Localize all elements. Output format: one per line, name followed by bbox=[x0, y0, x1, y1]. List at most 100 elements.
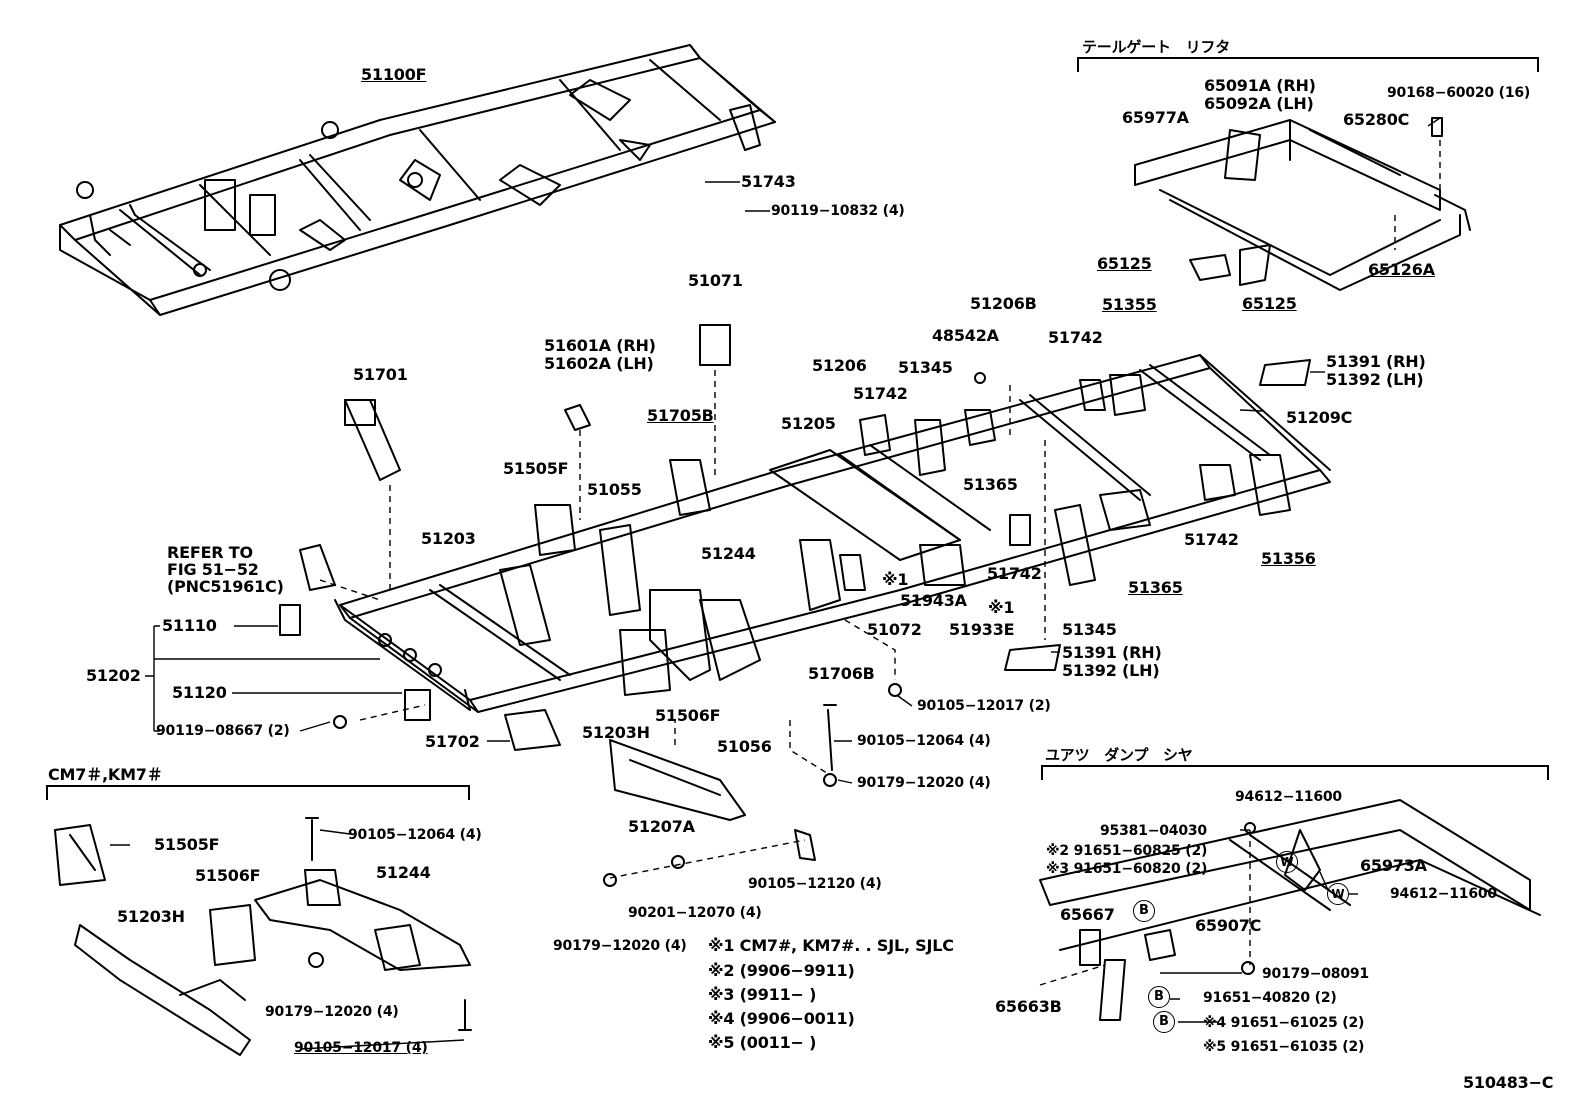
label-km-51506F: 51506F bbox=[195, 866, 261, 885]
label-90201-12070: 90201−12070 (4) bbox=[628, 905, 762, 921]
label-mark1-b: ※1 bbox=[988, 598, 1015, 617]
marker-b-2: B bbox=[1148, 986, 1170, 1008]
label-51743: 51743 bbox=[741, 172, 796, 191]
label-51110: 51110 bbox=[162, 616, 217, 635]
label-65126A: 65126A bbox=[1368, 260, 1435, 279]
label-51742-c: 51742 bbox=[1184, 530, 1239, 549]
label-51702: 51702 bbox=[425, 732, 480, 751]
label-km-90105-12017: 90105−12017 (4) bbox=[294, 1040, 428, 1056]
label-51943A: 51943A bbox=[900, 591, 967, 610]
note-3: ※3 (9911− ) bbox=[708, 985, 817, 1004]
label-51244: 51244 bbox=[701, 544, 756, 563]
note-4: ※4 (9906−0011) bbox=[708, 1009, 855, 1028]
label-90105-12120: 90105−12120 (4) bbox=[748, 876, 882, 892]
label-95381-04030: 95381−04030 bbox=[1100, 823, 1207, 839]
label-94612-11600-a: 94612−11600 bbox=[1235, 789, 1342, 805]
label-51206: 51206 bbox=[812, 356, 867, 375]
label-km-51244: 51244 bbox=[376, 863, 431, 882]
label-51100F: 51100F bbox=[361, 65, 427, 84]
section-brackets bbox=[46, 57, 1549, 800]
label-65973A: 65973A bbox=[1360, 856, 1427, 875]
label-90179-12020-b: 90179−12020 (4) bbox=[553, 938, 687, 954]
label-refer-to-line3: (PNC51961C) bbox=[167, 577, 284, 596]
label-51365-b: 51365 bbox=[1128, 578, 1183, 597]
label-65280C: 65280C bbox=[1343, 110, 1410, 129]
label-90119-08667: 90119−08667 (2) bbox=[156, 723, 290, 739]
label-m5-91651-61035: ※5 91651−61035 (2) bbox=[1203, 1039, 1365, 1055]
label-51506F: 51506F bbox=[655, 706, 721, 725]
cm7-km7-drawing bbox=[54, 817, 472, 1056]
label-51505F: 51505F bbox=[503, 459, 569, 478]
label-51601A: 51601A (RH) bbox=[544, 336, 656, 355]
label-km-90105-12064: 90105−12064 (4) bbox=[348, 827, 482, 843]
leader-lines bbox=[110, 117, 1441, 1050]
label-51202: 51202 bbox=[86, 666, 141, 685]
marker-b-3: B bbox=[1153, 1011, 1175, 1033]
label-51706B: 51706B bbox=[808, 664, 875, 683]
label-65125-b: 65125 bbox=[1242, 294, 1297, 313]
figure-number: 510483−C bbox=[1463, 1073, 1554, 1092]
label-65663B: 65663B bbox=[995, 997, 1062, 1016]
label-51120: 51120 bbox=[172, 683, 227, 702]
label-90105-12064-a: 90105−12064 (4) bbox=[857, 733, 991, 749]
section-title-cm7-km7: CM7＃,KM7＃ bbox=[48, 765, 163, 784]
label-90105-12017-a: 90105−12017 (2) bbox=[917, 698, 1051, 714]
label-65125-a: 65125 bbox=[1097, 254, 1152, 273]
label-m2-91651-60825: ※2 91651−60825 (2) bbox=[1046, 843, 1208, 859]
note-1: ※1 CM7#, KM7#. . SJL, SJLC bbox=[708, 936, 954, 955]
label-51391-rh-b: 51391 (RH) bbox=[1062, 643, 1162, 662]
section-title-urethane-damper: ユアツ ダンプ シヤ bbox=[1045, 746, 1193, 764]
section-title-tailgate-lifter: テールゲート リフタ bbox=[1082, 38, 1231, 56]
label-51209C: 51209C bbox=[1286, 408, 1353, 427]
label-51055: 51055 bbox=[587, 480, 642, 499]
label-65092A: 65092A (LH) bbox=[1204, 94, 1314, 113]
label-51071: 51071 bbox=[688, 271, 743, 290]
label-51203H: 51203H bbox=[582, 723, 650, 742]
label-refer-to-line1: REFER TO bbox=[167, 543, 253, 562]
label-km-90179-12020: 90179−12020 (4) bbox=[265, 1004, 399, 1020]
label-51602A: 51602A (LH) bbox=[544, 354, 654, 373]
tailgate-lifter-drawing bbox=[1134, 117, 1471, 291]
label-51207A: 51207A bbox=[628, 817, 695, 836]
label-m3-91651-60820: ※3 91651−60820 (2) bbox=[1046, 861, 1208, 877]
note-5: ※5 (0011− ) bbox=[708, 1033, 817, 1052]
label-51205: 51205 bbox=[781, 414, 836, 433]
label-51392-lh-a: 51392 (LH) bbox=[1326, 370, 1424, 389]
label-51072: 51072 bbox=[867, 620, 922, 639]
label-51933E: 51933E bbox=[949, 620, 1015, 639]
marker-b-1: B bbox=[1133, 900, 1155, 922]
label-51701: 51701 bbox=[353, 365, 408, 384]
label-90179-08091: 90179−08091 bbox=[1262, 966, 1369, 982]
label-51705B: 51705B bbox=[647, 406, 714, 425]
label-65977A: 65977A bbox=[1122, 108, 1189, 127]
label-m4-91651-61025: ※4 91651−61025 (2) bbox=[1203, 1015, 1365, 1031]
label-51056: 51056 bbox=[717, 737, 772, 756]
label-51742-b: 51742 bbox=[853, 384, 908, 403]
label-51365-a: 51365 bbox=[963, 475, 1018, 494]
label-km-51505F: 51505F bbox=[154, 835, 220, 854]
label-51742-a: 51742 bbox=[1048, 328, 1103, 347]
frame-assembly-drawing bbox=[59, 44, 776, 316]
label-90168-60020: 90168−60020 (16) bbox=[1387, 85, 1531, 101]
label-90179-12020-a: 90179−12020 (4) bbox=[857, 775, 991, 791]
label-51345-a: 51345 bbox=[898, 358, 953, 377]
label-94612-11600-b: 94612−11600 bbox=[1390, 886, 1497, 902]
label-refer-to-line2: FIG 51−52 bbox=[167, 560, 259, 579]
label-51203: 51203 bbox=[421, 529, 476, 548]
label-51742-d: 51742 bbox=[987, 564, 1042, 583]
note-2: ※2 (9906−9911) bbox=[708, 961, 855, 980]
label-51345-b: 51345 bbox=[1062, 620, 1117, 639]
label-90119-10832: 90119−10832 (4) bbox=[771, 203, 905, 219]
label-65091A: 65091A (RH) bbox=[1204, 76, 1316, 95]
label-48542A: 48542A bbox=[932, 326, 999, 345]
label-51392-lh-b: 51392 (LH) bbox=[1062, 661, 1160, 680]
label-51355: 51355 bbox=[1102, 295, 1157, 314]
main-frame-drawing bbox=[279, 324, 1331, 887]
label-91651-40820: 91651−40820 (2) bbox=[1203, 990, 1337, 1006]
marker-w-1: W bbox=[1276, 851, 1298, 873]
label-65907C: 65907C bbox=[1195, 916, 1262, 935]
label-51356: 51356 bbox=[1261, 549, 1316, 568]
label-km-51203H: 51203H bbox=[117, 907, 185, 926]
label-65667: 65667 bbox=[1060, 905, 1115, 924]
